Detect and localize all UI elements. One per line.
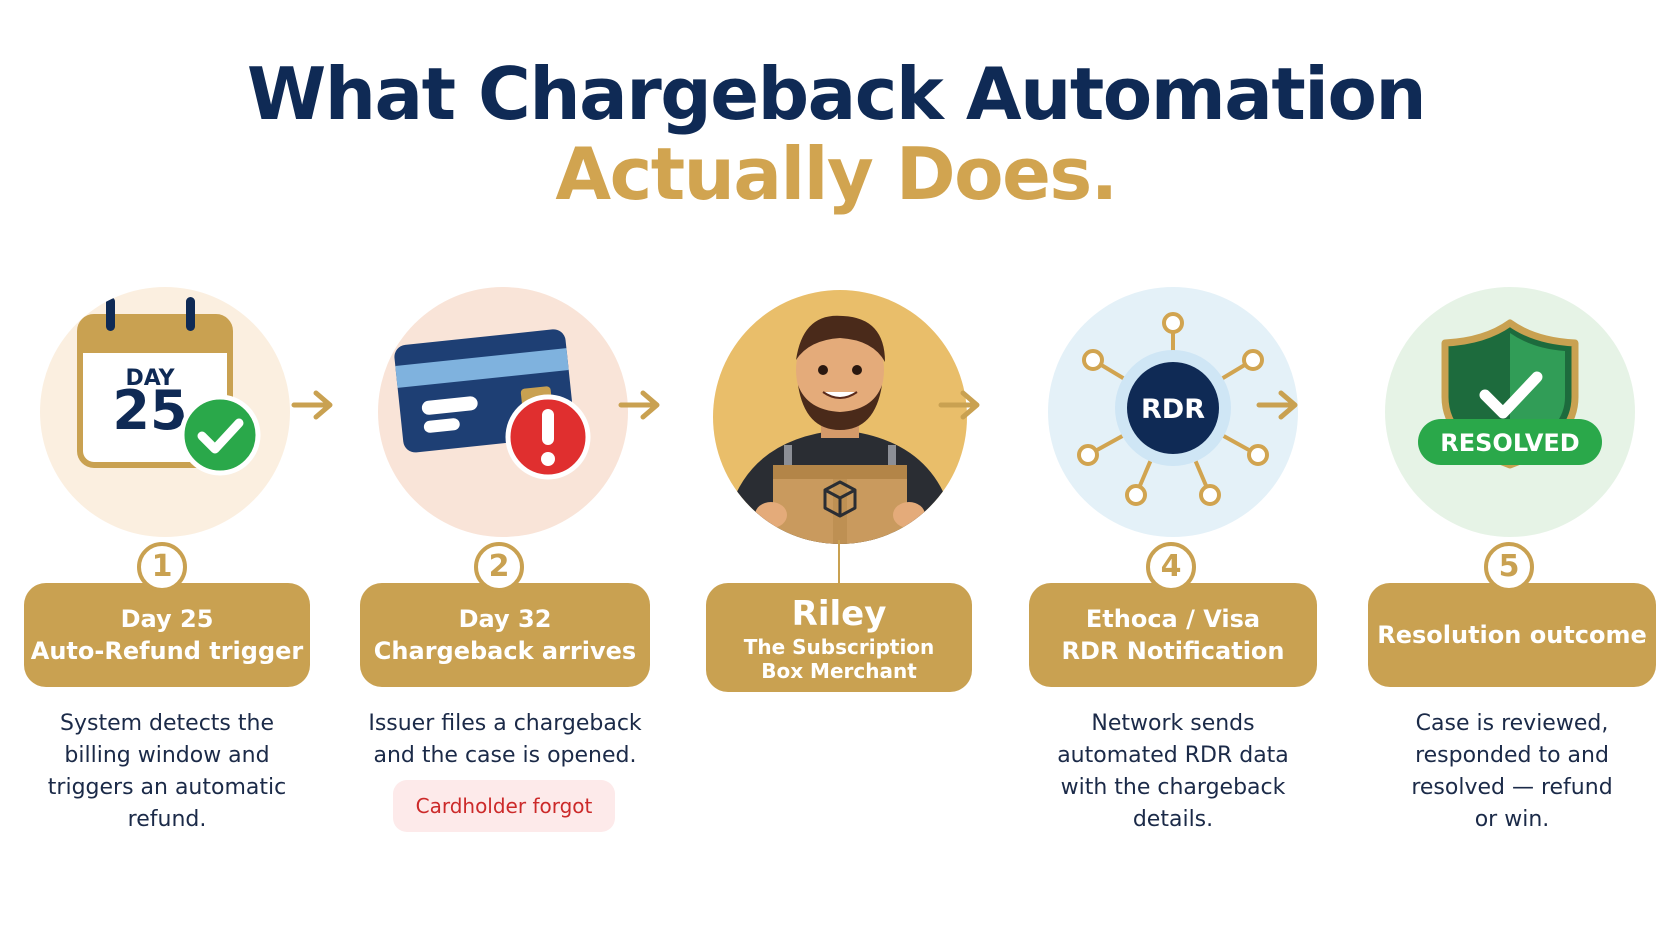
merchant-name: Riley xyxy=(791,593,887,634)
arrow-right-icon xyxy=(291,390,333,420)
resolved-badge: RESOLVED xyxy=(1440,429,1579,457)
step-2-label-line-2: Chargeback arrives xyxy=(373,637,637,665)
step-5-label: Resolution outcome xyxy=(1377,621,1647,649)
step-number-1: 1 xyxy=(137,542,187,592)
rdr-hub-label: RDR xyxy=(1141,394,1205,425)
title-line-1: What Chargeback Automation xyxy=(246,52,1427,136)
step-2-description: Issuer files a chargeback and the case i… xyxy=(368,711,642,768)
merchant-connector-line xyxy=(838,540,840,584)
merchant-illustration xyxy=(713,290,967,544)
step-2-label-line-1: Day 32 xyxy=(458,605,552,633)
step-5-label-card: Resolution outcome xyxy=(1368,583,1656,687)
step-5-illustration: RESOLVED xyxy=(1385,287,1635,537)
step-5-description: Case is reviewed, responded to and resol… xyxy=(1411,711,1613,832)
merchant-role-line-1: The Subscription xyxy=(743,634,935,659)
step-1-label-line-1: Day 25 xyxy=(120,605,214,633)
merchant-avatar-icon xyxy=(723,315,957,544)
cardholder-forgot-badge: Cardholder forgot xyxy=(393,780,615,832)
calendar-check-icon: DAY 25 xyxy=(77,297,261,476)
arrow-right-icon xyxy=(618,390,660,420)
step-1-description: System detects the billing window and tr… xyxy=(47,711,287,832)
step-1-label-line-2: Auto-Refund trigger xyxy=(30,637,304,665)
calendar-day-label: DAY xyxy=(125,366,175,391)
network-hub-icon: RDR xyxy=(1077,312,1269,506)
step-number-4: 4 xyxy=(1146,542,1196,592)
merchant-label-card: Riley The Subscription Box Merchant xyxy=(706,583,972,692)
step-1-label-card: Day 25 Auto-Refund trigger xyxy=(24,583,310,687)
step-4-illustration: RDR xyxy=(1048,287,1298,537)
shield-check-icon: RESOLVED xyxy=(1418,319,1602,469)
step-2-label-card: Day 32 Chargeback arrives xyxy=(360,583,650,687)
step-4-label-line-2: RDR Notification xyxy=(1061,637,1285,665)
step-4-description: Network sends automated RDR data with th… xyxy=(1057,711,1289,832)
step-number-5: 5 xyxy=(1484,542,1534,592)
merchant-role-line-2: Box Merchant xyxy=(761,658,917,683)
step-4-label-line-1: Ethoca / Visa xyxy=(1085,605,1261,633)
arrow-right-icon xyxy=(1256,390,1298,420)
step-number-2: 2 xyxy=(474,542,524,592)
step-2-illustration xyxy=(378,287,628,537)
title-line-2: Actually Does. xyxy=(555,132,1118,216)
arrow-right-icon xyxy=(938,390,980,420)
step-4-label-card: Ethoca / Visa RDR Notification xyxy=(1029,583,1317,687)
credit-card-alert-icon xyxy=(394,329,591,480)
calendar-day-number: 25 xyxy=(112,379,187,442)
step-1-illustration: DAY 25 xyxy=(40,287,290,537)
